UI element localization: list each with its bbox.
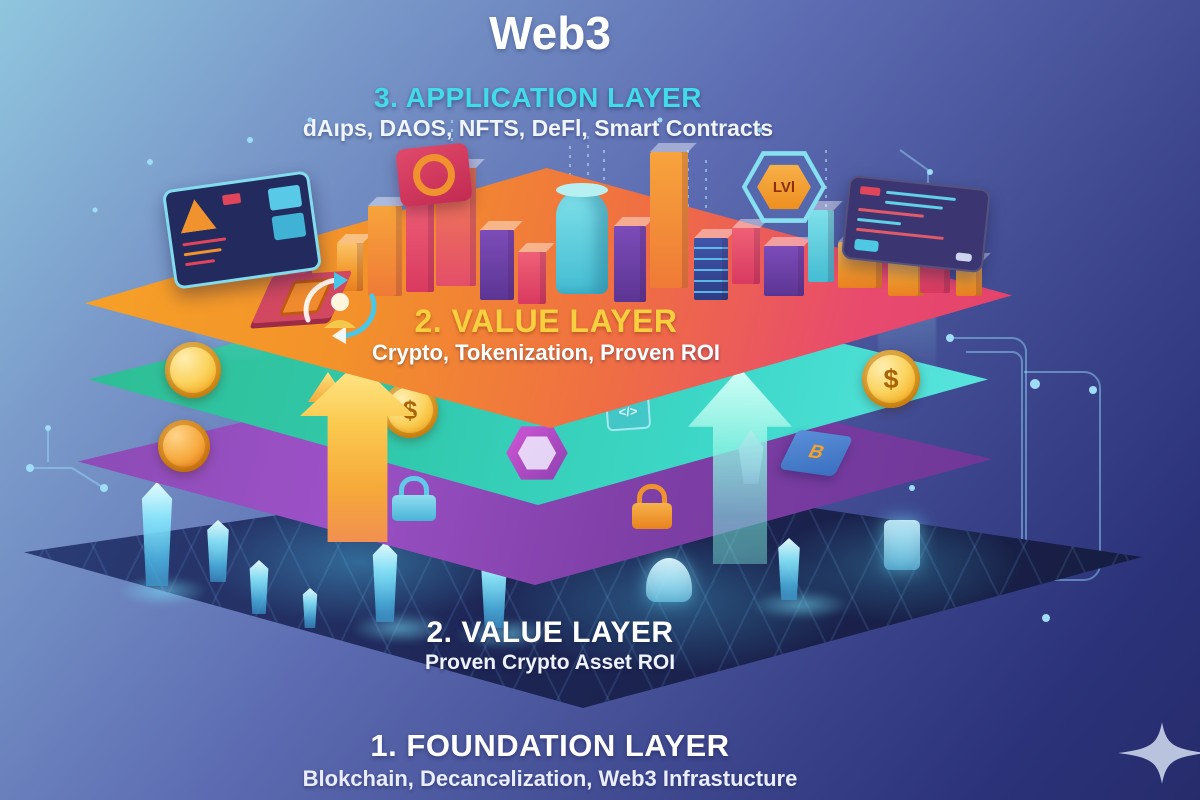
dollar-glyph: $ [402,394,418,425]
crystal-dome-icon [646,558,692,602]
building [368,206,402,296]
crystal-glow [750,590,850,620]
shield-hexagon-icon [506,426,568,480]
triangle-logo-icon [176,197,216,234]
building [650,152,688,288]
building [808,210,834,282]
crystal-icon [141,482,173,586]
value-layer-top-heading: 2. VALUE LAYER Crypto, Tokenization, Pro… [0,303,1096,366]
dashboard-screen [161,170,323,290]
image-tile [267,184,303,211]
building [764,246,804,296]
token-coin-icon [158,420,210,472]
application-layer-subtitle: dAıps, DAOS, NFTS, DeFl, Smart Contracts [302,115,774,141]
level-hexagon-badge: LVl [741,151,827,223]
token-glyph: B [804,441,828,464]
foundation-layer-title: 1. FOUNDATION LAYER [370,728,730,763]
report-screen [840,174,992,274]
crystal-icon [778,538,800,600]
crystal-icon [372,542,398,622]
building [406,196,434,292]
value-layer-bottom-subtitle: Proven Crypto Asset ROI [424,651,676,674]
building-cylinder [556,183,608,294]
user-sync-icon [288,258,392,358]
crystal-icon [207,520,229,582]
value-layer-top-title: 2. VALUE LAYER [414,303,678,339]
building [614,226,646,302]
page-title: Web3 [489,7,611,59]
application-layer-title: 3. APPLICATION LAYER [374,82,702,113]
building [694,238,728,300]
token-badge-icon [395,142,473,208]
dollar-glyph: $ [883,363,899,394]
padlock-icon [392,476,436,521]
foundation-layer-subtitle: Blokchain, Decancəlization, Web3 Infrast… [302,766,798,791]
glass-cube-icon [884,520,920,570]
value-layer-bottom-heading: 2. VALUE LAYER Proven Crypto Asset ROI [0,616,1100,675]
building [518,252,546,304]
button-chip [853,238,879,253]
sparkle-icon [1118,722,1200,789]
crystal-icon [302,588,318,628]
building [732,228,760,284]
dollar-coin-icon: $ [862,350,920,408]
crypto-coin-icon [165,342,221,398]
foundation-layer-heading: 1. FOUNDATION LAYER Blokchain, Decancəli… [0,728,1100,792]
value-layer-bottom-title: 2. VALUE LAYER [426,616,674,649]
value-layer-top-subtitle: Crypto, Tokenization, Proven ROI [372,340,720,365]
padlock-icon [632,484,672,529]
application-layer-heading: 3. APPLICATION LAYER dAıps, DAOS, NFTS, … [0,82,1088,142]
image-tile [271,212,307,241]
level-badge-label: LVl [772,178,796,196]
building [480,230,514,300]
crystal-glow [350,612,450,644]
crystal-glow [455,618,555,650]
crystal-icon [249,560,269,614]
